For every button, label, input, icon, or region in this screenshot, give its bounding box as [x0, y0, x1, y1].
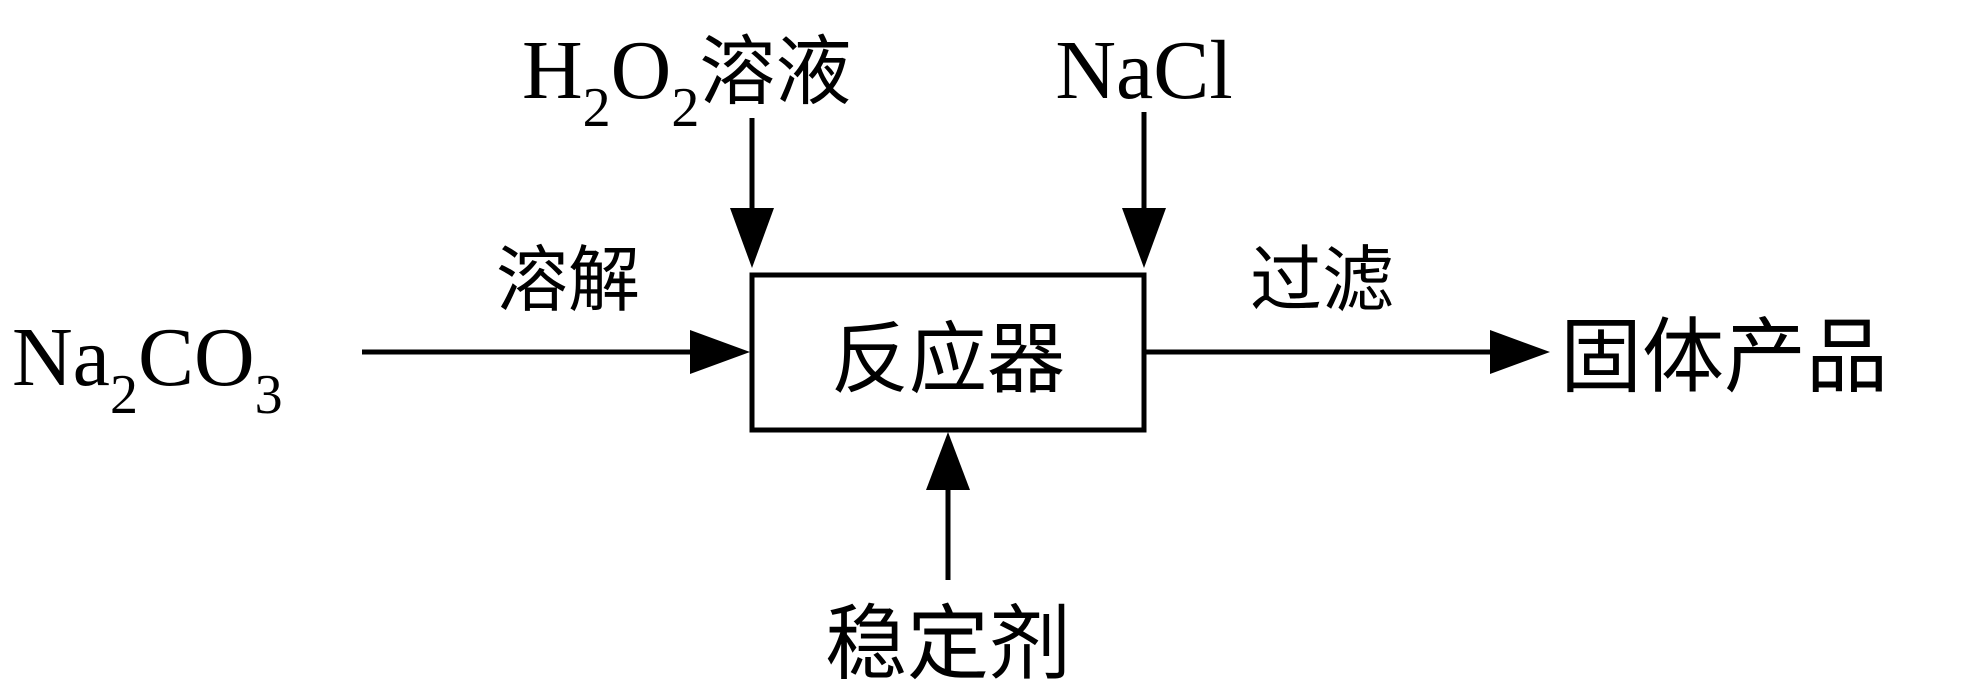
nacl-part: NaCl [1055, 24, 1232, 117]
arrowhead-bottom-input [926, 432, 970, 490]
arrowhead-top-left-input [730, 208, 774, 268]
product-label: 固体产品 [1560, 310, 1888, 405]
h2o2-sub: 2 [583, 77, 611, 139]
filter-step-label: 过滤 [1250, 238, 1394, 322]
na2co3-sub: 3 [255, 364, 283, 426]
na2co3-sub: 2 [110, 364, 138, 426]
stabilizer-label: 稳定剂 [825, 597, 1071, 692]
na2co3-part: CO [138, 311, 255, 404]
arrowhead-top-right-input [1122, 208, 1166, 268]
h2o2-sub: 2 [671, 77, 699, 139]
reactor-label: 反应器 [831, 315, 1065, 405]
arrowhead-left-input [690, 330, 750, 374]
na2co3-part: Na [12, 311, 110, 404]
nacl-label: NaCl [1055, 24, 1232, 117]
h2o2-suffix: 溶液 [699, 27, 851, 116]
h2o2-part: O [611, 24, 672, 117]
h2o2-solution-label: H2O2溶液 [522, 24, 851, 139]
arrowhead-output [1490, 330, 1550, 374]
reactor-box [749, 272, 1147, 433]
h2o2-part: H [522, 24, 583, 117]
na2co3-formula: Na2CO3 [12, 311, 283, 426]
dissolve-step-label: 溶解 [496, 238, 640, 322]
